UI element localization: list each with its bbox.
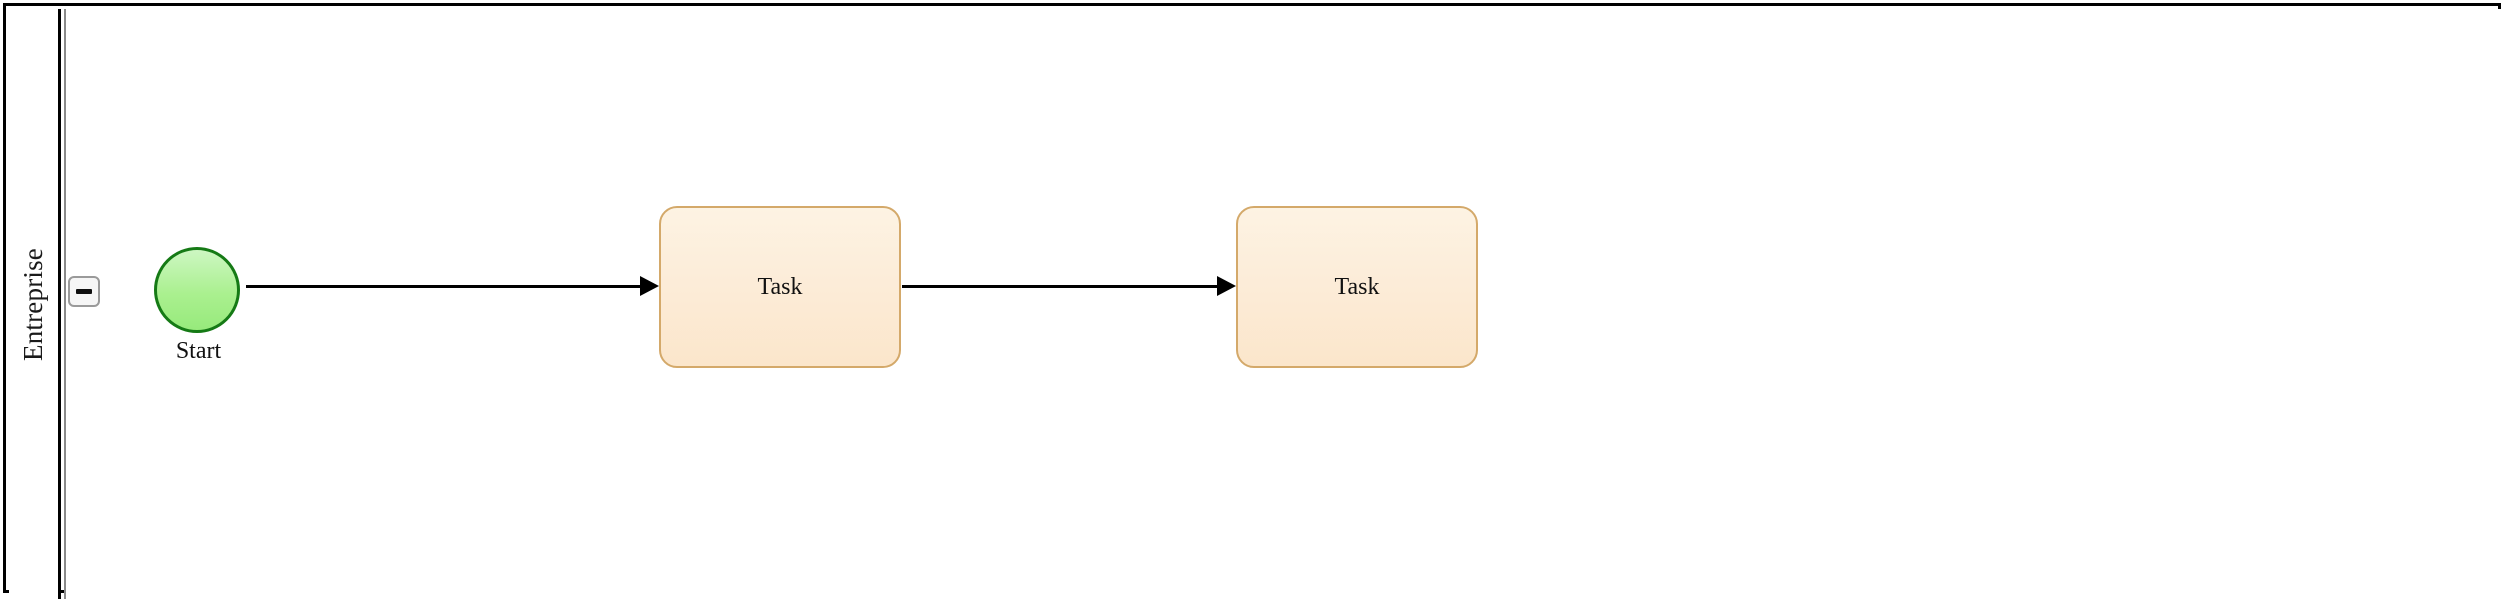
sequence-flow-1-line[interactable] — [246, 285, 646, 288]
lane-title-label: Entreprise — [18, 247, 49, 361]
pool-container[interactable]: Entreprise Start Task Task — [3, 3, 2507, 599]
sequence-flow-2-line[interactable] — [902, 285, 1222, 288]
task-node-1[interactable]: Task — [659, 206, 901, 368]
sequence-flow-1-arrowhead-icon — [640, 276, 659, 296]
task-node-2[interactable]: Task — [1236, 206, 1478, 368]
start-event-label: Start — [175, 338, 222, 364]
collapse-lane-toggle[interactable] — [68, 276, 100, 307]
task-node-2-label: Task — [1334, 273, 1380, 300]
minus-icon — [76, 289, 92, 294]
start-event-node[interactable] — [154, 247, 240, 333]
task-node-1-label: Task — [757, 273, 803, 300]
sequence-flow-2-arrowhead-icon — [1217, 276, 1236, 296]
lane-header-entreprise[interactable]: Entreprise — [9, 9, 61, 599]
